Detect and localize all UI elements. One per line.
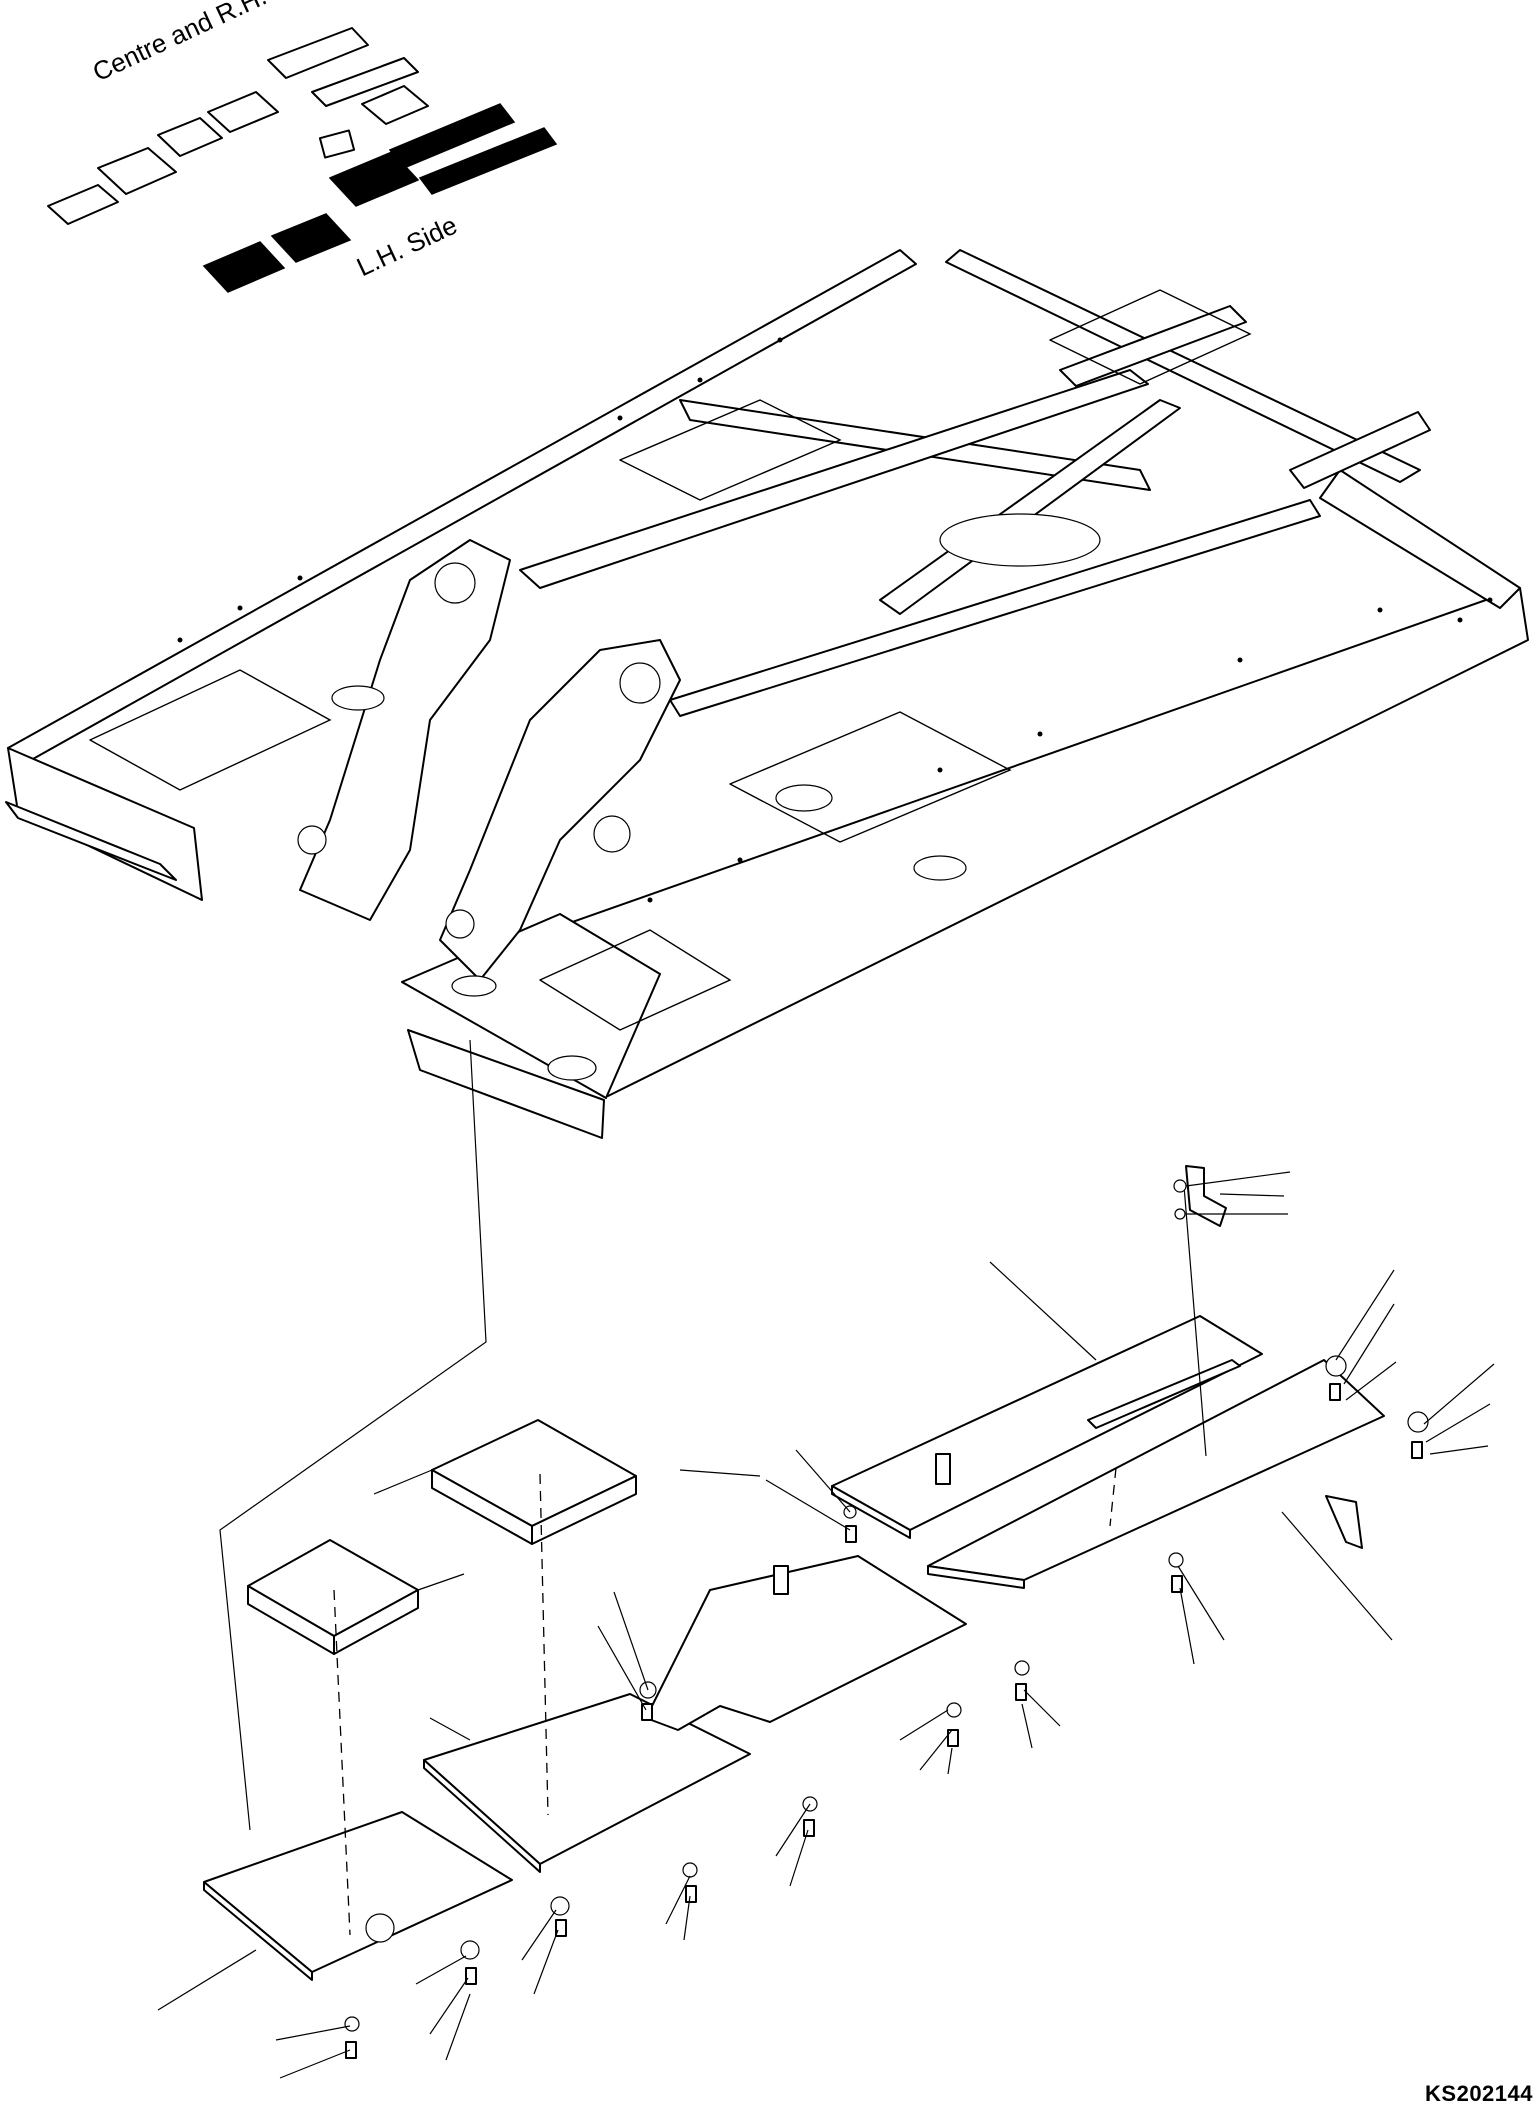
cross-member-3 <box>945 249 1421 483</box>
inner-panel-5 <box>619 399 842 501</box>
frame-opening-3 <box>913 855 967 881</box>
right-end-box <box>1319 469 1521 609</box>
boom-bracket-left <box>299 539 511 921</box>
key-plate-c4 <box>207 91 279 133</box>
key-plate-lh1 <box>202 241 286 293</box>
floor-plate-b <box>423 1693 751 1865</box>
boom-bracket-right <box>439 639 681 981</box>
cover-strip <box>1087 1359 1241 1429</box>
floor-plate-c-pin <box>773 1565 789 1595</box>
key-plate-c3 <box>157 117 223 157</box>
frame-opening-5 <box>451 975 497 997</box>
inner-panel-2 <box>729 711 1012 843</box>
reference-leaders <box>157 1171 1495 2079</box>
cushion-pad-left-side2 <box>333 1589 419 1655</box>
key-plate-lh4 <box>388 103 516 169</box>
inner-panel-4 <box>1049 289 1252 385</box>
key-plate-c1 <box>47 184 119 225</box>
floor-plate-e-edge <box>927 1565 1025 1589</box>
boom-pin-hole-1 <box>434 562 476 604</box>
frame-leader <box>219 1039 487 1831</box>
key-plate-c5 <box>267 27 369 79</box>
side-beam-a <box>1059 305 1247 387</box>
axis-upper-bolt <box>1183 1185 1207 1457</box>
boom-pin-hole-3 <box>297 825 327 855</box>
floor-plate-c <box>645 1555 967 1731</box>
floor-plate-b-edge <box>423 1759 541 1873</box>
lower-bracket <box>1325 1495 1363 1549</box>
inner-panel-3 <box>539 929 732 1031</box>
frame-hole-1 <box>593 815 631 853</box>
boom-pin-hole-2 <box>619 662 661 704</box>
boom-pin-hole-4 <box>445 909 475 939</box>
diagonal-beam-upper <box>519 369 1149 589</box>
key-plate-lh3 <box>328 151 420 207</box>
axis-pad-left <box>333 1589 351 1936</box>
cushion-pad-top <box>431 1419 637 1527</box>
inner-panel-1 <box>89 669 332 791</box>
key-plate-c6 <box>311 57 419 107</box>
floor-plate-a-edge <box>203 1881 313 1981</box>
cushion-pad-top-side2 <box>531 1475 637 1545</box>
main-frame <box>5 249 1529 1139</box>
diagonal-beam-lower <box>669 499 1321 717</box>
exploded-plates <box>157 1039 1495 2079</box>
upper-bracket <box>1185 1165 1227 1227</box>
frame-opening-4 <box>547 1055 597 1081</box>
key-grille <box>318 129 356 159</box>
axis-pad-top <box>539 1473 549 1816</box>
frame-bolt-dots <box>177 337 1493 903</box>
drawing-code: KS202144 <box>1425 2081 1533 2106</box>
cross-member-2 <box>879 399 1181 615</box>
side-beam-b <box>1289 411 1431 489</box>
key-plate-lh2 <box>270 213 352 263</box>
key-plate-c2 <box>97 147 177 195</box>
frame-opening-2 <box>775 784 833 812</box>
left-step <box>5 801 177 881</box>
key-plate-lh5 <box>418 127 558 195</box>
frame-opening-6 <box>939 513 1101 567</box>
floor-plate-d-pin <box>935 1453 951 1485</box>
key-thumbnail <box>47 27 558 293</box>
front-rail-lower <box>407 1029 605 1139</box>
key-plate-c7 <box>361 85 429 125</box>
axis-bracket <box>1109 1467 1117 1527</box>
floor-plate-a-hole <box>365 1913 395 1943</box>
frame-opening-1 <box>331 685 385 711</box>
